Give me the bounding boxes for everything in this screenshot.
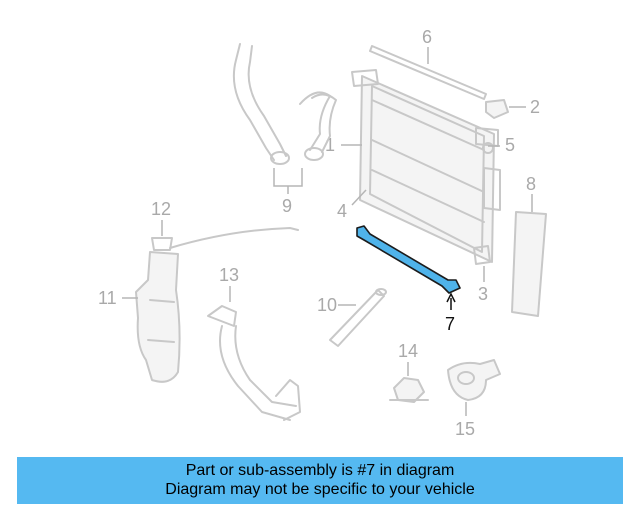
callout-11: 11 <box>98 288 117 308</box>
callout-3: 3 <box>478 284 488 304</box>
callout-15: 15 <box>455 419 475 439</box>
callout-9: 9 <box>282 196 292 216</box>
callout-13: 13 <box>219 265 239 285</box>
banner-line-1: Part or sub-assembly is #7 in diagram <box>185 462 455 479</box>
callout-5: 5 <box>505 135 515 155</box>
callout-12: 12 <box>151 199 171 219</box>
part-10-hose: 10 <box>317 288 387 347</box>
part-12-cap: 12 <box>151 199 299 251</box>
part-5-cap: 5 <box>488 135 515 155</box>
part-8-panel: 8 <box>511 174 547 317</box>
part-6-strip: 6 <box>369 27 487 100</box>
part-11-reservoir: 11 <box>98 251 181 383</box>
part-14-thermostat: 14 <box>389 341 429 403</box>
part-3-mount: 3 <box>473 245 491 304</box>
banner-line-2: Diagram may not be specific to your vehi… <box>165 481 475 498</box>
parts-diagram: 6 1 2 5 4 3 8 <box>98 27 547 439</box>
callout-7: 7 <box>445 314 455 334</box>
part-7-strip-highlighted: 7 <box>356 225 461 334</box>
callout-14: 14 <box>398 341 418 361</box>
part-4-mount: 4 <box>337 189 367 221</box>
part-15-housing: 15 <box>447 359 501 439</box>
part-13-filler-pipe: 13 <box>207 265 301 421</box>
callout-8: 8 <box>526 174 536 194</box>
part-1-radiator: 1 <box>325 69 501 263</box>
part-9-hoses: 9 <box>232 43 337 216</box>
info-banner: Part or sub-assembly is #7 in diagram Di… <box>17 457 623 504</box>
part-7-shape <box>356 225 461 294</box>
callout-1: 1 <box>325 135 335 155</box>
callout-10: 10 <box>317 295 337 315</box>
callout-4: 4 <box>337 201 347 221</box>
part-2-bracket: 2 <box>485 97 540 119</box>
callout-2: 2 <box>530 97 540 117</box>
callout-6: 6 <box>422 27 432 47</box>
